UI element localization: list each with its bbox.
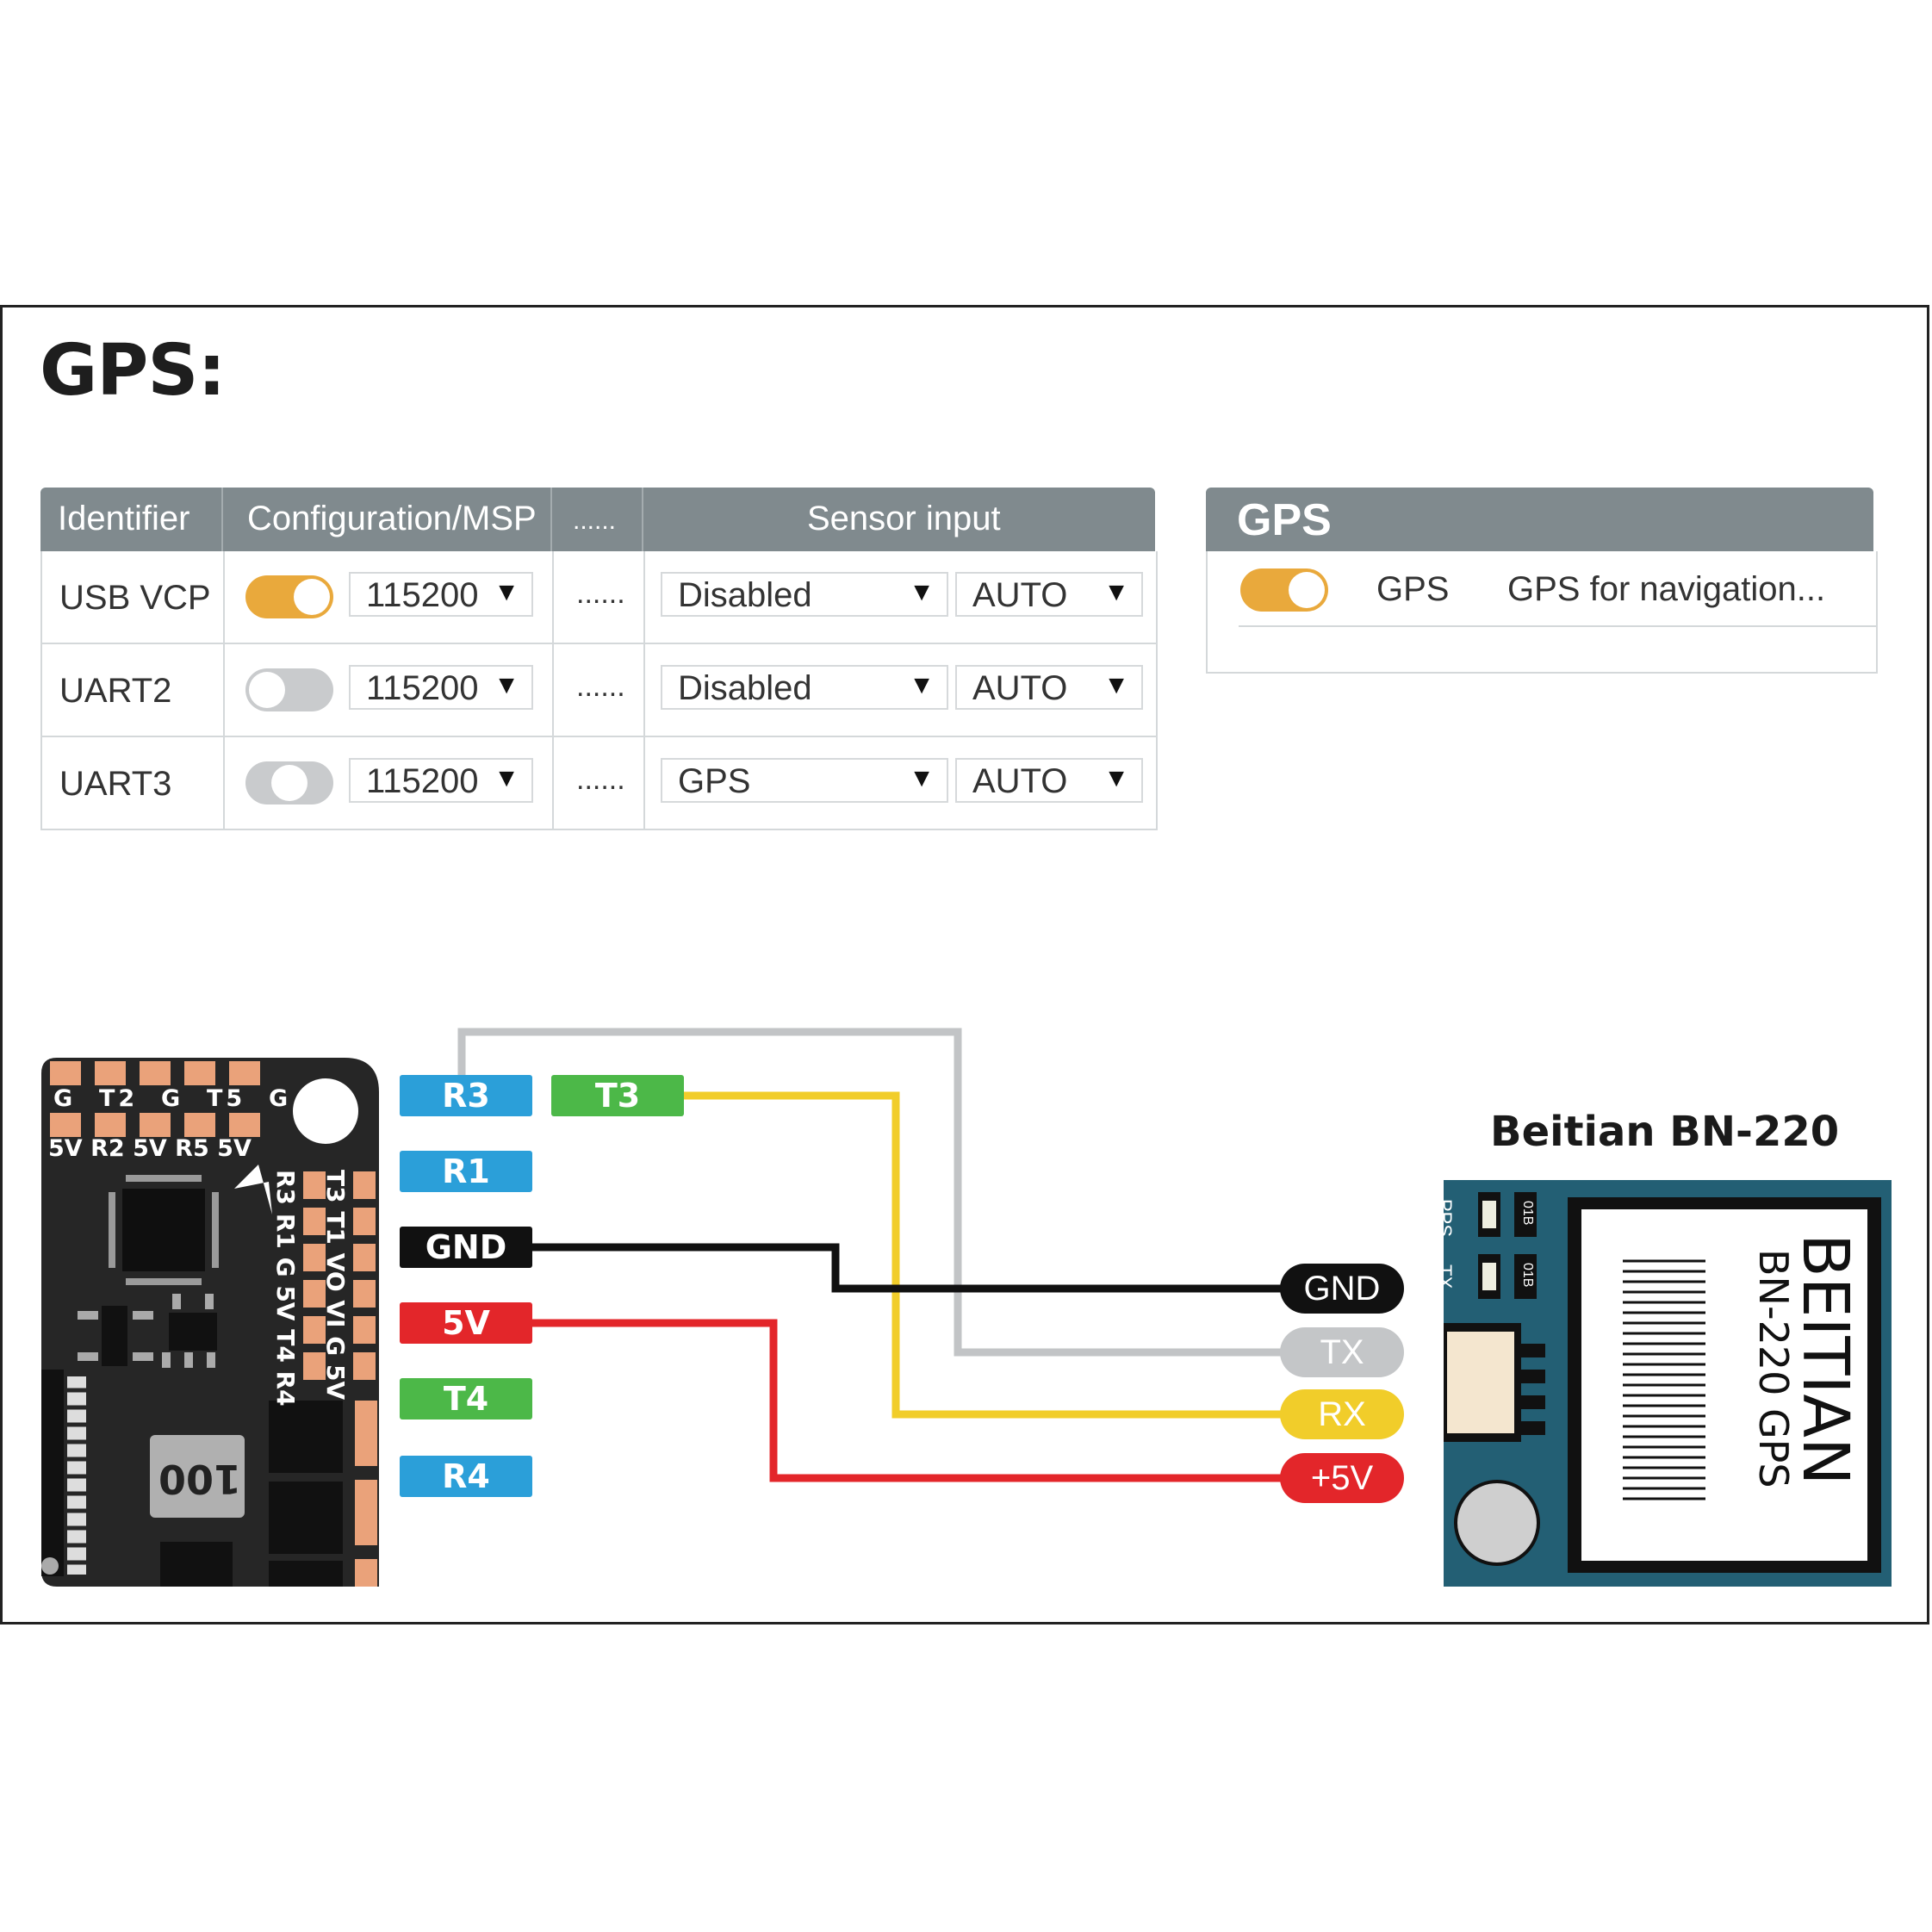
port-identifier: USB VCP bbox=[59, 579, 211, 617]
port-identifier: UART2 bbox=[59, 672, 172, 710]
sensor-select[interactable]: Disabled ▼ bbox=[661, 665, 948, 710]
msp-baud-select[interactable]: 115200 ▼ bbox=[349, 665, 533, 710]
table-row: UART3 115200 ▼ ...... GPS ▼ AUTO ▼ bbox=[42, 737, 1158, 830]
gps-wire-label-5v: +5V bbox=[1280, 1453, 1404, 1503]
mounting-hole bbox=[293, 1078, 358, 1144]
fc-label-side-outer: T3 T1 VO VI G 5V bbox=[321, 1170, 350, 1401]
flight-controller-board bbox=[41, 1058, 379, 1587]
chevron-down-icon: ▼ bbox=[494, 578, 519, 606]
header-sensor-input: Sensor input bbox=[807, 500, 1001, 537]
chevron-down-icon: ▼ bbox=[1103, 671, 1129, 699]
gps-resistor-label: 01B bbox=[1520, 1263, 1535, 1288]
pin-label-r4: R4 bbox=[400, 1456, 532, 1497]
chevron-down-icon: ▼ bbox=[909, 764, 935, 792]
pin-label-gnd: GND bbox=[400, 1227, 532, 1268]
mcu-chip bbox=[122, 1189, 205, 1271]
chevron-down-icon: ▼ bbox=[494, 671, 519, 699]
gps-board-model: BN-220 GPS bbox=[1750, 1249, 1797, 1488]
battery-cell bbox=[1454, 1480, 1540, 1566]
gps-resistor-label: 01B bbox=[1520, 1201, 1535, 1226]
pin-label-r3: R3 bbox=[400, 1075, 532, 1116]
features-panel-header: GPS bbox=[1206, 488, 1873, 551]
fc-label-second-row: 5V R2 5V R5 5V bbox=[48, 1135, 252, 1162]
gps-module-title: Beitian BN-220 bbox=[1490, 1108, 1840, 1156]
chevron-down-icon: ▼ bbox=[1103, 764, 1129, 792]
chevron-down-icon: ▼ bbox=[909, 578, 935, 606]
pin-label-5v: 5V bbox=[400, 1302, 532, 1344]
ellipsis-cell: ...... bbox=[576, 670, 625, 703]
header-configuration-msp: Configuration/MSP bbox=[247, 500, 537, 537]
sensor-baud-select[interactable]: AUTO ▼ bbox=[955, 665, 1143, 710]
ellipsis-cell: ...... bbox=[576, 763, 625, 796]
side-pads bbox=[303, 1171, 377, 1587]
wire-black-gnd bbox=[525, 1243, 1292, 1293]
msp-toggle[interactable] bbox=[245, 668, 333, 711]
gps-feature-toggle[interactable] bbox=[1240, 568, 1328, 612]
fc-label-top-row: G T2 G T5 G bbox=[53, 1085, 292, 1112]
gps-board-brand: BEITIAN bbox=[1788, 1233, 1862, 1486]
header-identifier: Identifier bbox=[58, 500, 190, 537]
chevron-down-icon: ▼ bbox=[1103, 578, 1129, 606]
gps-wire-label-gnd: GND bbox=[1280, 1264, 1404, 1314]
fc-chip-text: 100 bbox=[158, 1456, 242, 1502]
ellipsis-cell: ...... bbox=[576, 577, 625, 610]
wire-yellow-t3-rx bbox=[680, 1091, 1292, 1419]
pin-label-r1: R1 bbox=[400, 1151, 532, 1192]
msp-baud-select[interactable]: 115200 ▼ bbox=[349, 758, 533, 803]
chevron-down-icon: ▼ bbox=[909, 671, 935, 699]
sensor-select[interactable]: Disabled ▼ bbox=[661, 572, 948, 617]
port-identifier: UART3 bbox=[59, 765, 172, 803]
gps-led-label-pps: PPS bbox=[1434, 1199, 1456, 1238]
gps-led-label-tx: TX bbox=[1434, 1264, 1456, 1289]
gps-wire-label-rx: RX bbox=[1280, 1389, 1404, 1439]
gps-module-board bbox=[1444, 1180, 1892, 1587]
gps-wire-label-tx: TX bbox=[1280, 1327, 1404, 1377]
chevron-down-icon: ▼ bbox=[494, 764, 519, 792]
diagram-frame bbox=[0, 305, 1929, 1624]
top-pads bbox=[50, 1061, 260, 1137]
regulator-chip bbox=[150, 1435, 245, 1518]
wire-gray-r3-tx bbox=[457, 1028, 1292, 1357]
msp-toggle[interactable] bbox=[245, 761, 333, 804]
features-panel-body: GPS GPS for navigation... bbox=[1206, 551, 1878, 674]
table-row: USB VCP 115200 ▼ ...... Disabled ▼ AUTO … bbox=[42, 551, 1158, 644]
msp-baud-select[interactable]: 115200 ▼ bbox=[349, 572, 533, 617]
pin-label-t3: T3 bbox=[551, 1075, 684, 1116]
header-ellipsis: ...... bbox=[573, 506, 617, 535]
sensor-baud-select[interactable]: AUTO ▼ bbox=[955, 572, 1143, 617]
feature-description: GPS for navigation... bbox=[1507, 570, 1826, 608]
page-title: GPS: bbox=[40, 330, 226, 412]
sensor-baud-select[interactable]: AUTO ▼ bbox=[955, 758, 1143, 803]
ports-table-body: USB VCP 115200 ▼ ...... Disabled ▼ AUTO … bbox=[40, 551, 1158, 830]
ports-table-header: Identifier Configuration/MSP ...... Sens… bbox=[40, 488, 1155, 551]
wire-red-5v bbox=[525, 1319, 1292, 1482]
barcode bbox=[1623, 1259, 1705, 1500]
msp-toggle[interactable] bbox=[245, 575, 333, 618]
pin-label-t4: T4 bbox=[400, 1378, 532, 1419]
fc-label-side-inner: R3 R1 G 5V T4 R4 bbox=[271, 1170, 300, 1407]
table-row: UART2 115200 ▼ ...... Disabled ▼ AUTO ▼ bbox=[42, 644, 1158, 737]
feature-name: GPS bbox=[1376, 570, 1450, 608]
sensor-select[interactable]: GPS ▼ bbox=[661, 758, 948, 803]
